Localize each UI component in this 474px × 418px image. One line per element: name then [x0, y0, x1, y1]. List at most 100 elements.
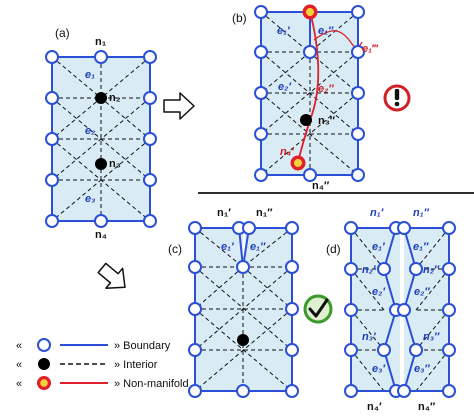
legend-row-interior: « » Interior — [16, 358, 158, 371]
boundary-node — [94, 50, 108, 64]
boundary-node — [303, 45, 317, 59]
panel-d: (d) — [326, 207, 456, 413]
boundary-node — [188, 384, 202, 398]
panel-a: (a) n₁ n₂ n₃ n₄ e₁ e₂ e₃ — [45, 26, 157, 241]
panel-a-boundary-nodes — [45, 50, 157, 228]
boundary-node — [45, 50, 59, 64]
boundary-node — [442, 221, 456, 235]
boundary-node — [285, 221, 299, 235]
interior-node-n3pp — [300, 114, 312, 126]
interior-node-c — [237, 334, 249, 346]
legend-boundary-label: » Boundary — [114, 340, 171, 352]
panel-d-right-strip — [397, 221, 456, 398]
boundary-node — [45, 173, 59, 187]
edge-label-e3: e₃ — [85, 193, 95, 205]
legend-row-nonmanifold: « » Non-manifold — [16, 376, 189, 390]
boundary-node — [143, 214, 157, 228]
interior-node-n2 — [95, 92, 107, 104]
node-label-d-n2p: n₂′ — [362, 264, 377, 276]
node-label-c-n1pp: n₁″ — [256, 207, 273, 219]
node-label-d-n4pp: n₄″ — [418, 401, 436, 413]
boundary-node — [188, 260, 202, 274]
boundary-node — [285, 260, 299, 274]
edge-label-e2: e₂ — [85, 125, 95, 137]
boundary-node — [143, 132, 157, 146]
boundary-node — [236, 384, 250, 398]
edge-label-d-e2pp: e₂″ — [414, 286, 430, 298]
non-manifold-edge-e1ppp — [313, 30, 363, 48]
non-manifold-node-icon-core — [40, 379, 48, 387]
boundary-node — [351, 168, 365, 182]
edge-label-e2pp: e₂″ — [318, 83, 334, 95]
legend-interior-label: » Interior — [114, 359, 158, 371]
legend-nonmanifold-label: » Non-manifold — [114, 378, 189, 390]
panel-c-label: (c) — [168, 242, 182, 256]
node-label-d-n3p: n₃′ — [362, 331, 377, 343]
boundary-node — [254, 5, 268, 19]
node-label-n3: n₃ — [109, 158, 121, 170]
node-label-n4pp: n₄″ — [312, 180, 330, 192]
panel-c-boundary-nodes — [188, 221, 299, 398]
boundary-node — [351, 127, 365, 141]
panel-c: (c) n₁′ n₁″ e₁′ e₁″ — [168, 207, 333, 398]
boundary-node — [377, 262, 391, 276]
boundary-node — [242, 221, 256, 235]
edge-label-e2p: e₂′ — [278, 81, 292, 93]
boundary-node — [143, 173, 157, 187]
boundary-node — [351, 45, 365, 59]
boundary-node — [254, 127, 268, 141]
boundary-node — [344, 343, 358, 357]
panel-b-label: (b) — [232, 11, 247, 25]
boundary-node — [442, 303, 456, 317]
edge-label-c-e1pp: e₁″ — [250, 241, 266, 253]
legend-open-quote: « — [16, 359, 22, 371]
panel-c-interior-edges — [194, 227, 293, 392]
node-label-d-n2pp: n₂″ — [423, 264, 440, 276]
boundary-node — [377, 343, 391, 357]
node-label-n4p: n₄′ — [280, 146, 295, 158]
boundary-node — [344, 303, 358, 317]
legend-row-boundary: « » Boundary — [16, 338, 171, 352]
non-manifold-node-top — [302, 4, 318, 20]
boundary-node — [94, 214, 108, 228]
boundary-node — [254, 168, 268, 182]
legend: « » Boundary « » Interior « » Non-manifo… — [16, 338, 189, 390]
node-label-d-n1p: n₁′ — [370, 207, 385, 219]
edge-label-e1pp: e₁″ — [318, 25, 334, 37]
hollow-arrow-right-icon — [163, 92, 195, 120]
node-label-c-n1p: n₁′ — [217, 207, 231, 219]
node-label-d-n1pp: n₁″ — [413, 207, 430, 219]
boundary-node — [442, 343, 456, 357]
panel-b: (b) e₁′ e₁″ e₁‴ e₂′ e₂″ n₃″ n₄′ n₄″ — [232, 4, 411, 192]
boundary-node — [188, 221, 202, 235]
boundary-node — [351, 5, 365, 19]
node-label-n3pp: n₃″ — [318, 115, 336, 127]
boundary-node — [344, 262, 358, 276]
panel-d-label: (d) — [326, 242, 341, 256]
edge-label-d-e3p: e₃′ — [372, 363, 386, 375]
boundary-node — [285, 302, 299, 316]
boundary-node — [303, 168, 317, 182]
non-manifold-edge-e2pp — [309, 11, 320, 121]
boundary-node — [442, 262, 456, 276]
panel-a-label: (a) — [55, 26, 70, 40]
boundary-node — [45, 132, 59, 146]
legend-open-quote: « — [16, 378, 22, 390]
boundary-node — [188, 302, 202, 316]
legend-open-quote: « — [16, 340, 22, 352]
boundary-node — [397, 303, 411, 317]
edge-label-e1p: e₁′ — [277, 25, 291, 37]
boundary-node — [188, 343, 202, 357]
boundary-node — [285, 343, 299, 357]
boundary-node — [143, 50, 157, 64]
non-manifold-node-n4p — [290, 155, 306, 171]
panel-b-boundary-nodes — [254, 5, 365, 182]
exclamation-icon — [383, 84, 411, 112]
node-label-d-n3pp: n₃″ — [423, 331, 440, 343]
boundary-node — [285, 384, 299, 398]
edge-label-d-e1p: e₁′ — [372, 241, 386, 253]
node-label-n2: n₂ — [109, 92, 121, 104]
boundary-node — [254, 45, 268, 59]
